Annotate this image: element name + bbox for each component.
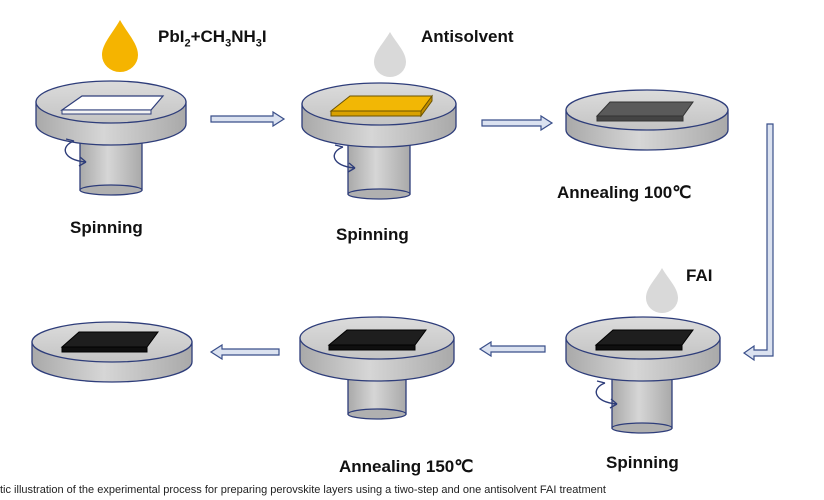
figure-caption: tic illustration of the experimental pro… — [0, 484, 606, 496]
substrate-clean — [60, 95, 165, 115]
hot-plate-final — [31, 321, 193, 383]
precursor-label-part: NH — [231, 27, 256, 46]
rotation-arrow-icon — [595, 382, 618, 405]
substrate-black-film — [327, 329, 427, 351]
fai-drop-icon — [646, 268, 678, 313]
precursor-drop-icon — [102, 20, 138, 72]
hot-plate-100 — [565, 89, 729, 151]
spin-coater-2 — [301, 82, 457, 200]
precursor-label: PbI2+CH3NH3I — [158, 27, 267, 49]
substrate-black-film — [594, 329, 694, 351]
precursor-label-part: I — [261, 27, 267, 46]
substrate-yellow-film — [329, 94, 433, 118]
arrow-down-right — [742, 123, 774, 362]
substrate-black-film — [60, 331, 159, 353]
precursor-label-part: PbI — [158, 27, 185, 46]
arrow-left-2 — [209, 343, 280, 361]
rotation-arrow-icon — [333, 146, 356, 169]
precursor-label-sub: 3 — [225, 37, 232, 50]
spin-coater-1 — [35, 80, 187, 196]
arrow-left-1 — [478, 340, 546, 358]
spin-stage-4 — [299, 316, 455, 420]
substrate-gray-film — [595, 101, 694, 122]
spinning-label-1: Spinning — [70, 218, 143, 237]
spinning-label-2: Spinning — [336, 225, 409, 244]
antisolvent-label: Antisolvent — [421, 27, 514, 46]
antisolvent-drop-icon — [374, 32, 406, 77]
annealing-150-label: Annealing 150℃ — [339, 457, 474, 476]
arrow-right-1 — [210, 110, 286, 128]
arrow-right-2 — [481, 114, 554, 132]
spinning-label-3: Spinning — [606, 453, 679, 472]
annealing-100-label: Annealing 100℃ — [557, 183, 692, 202]
precursor-label-sub: 3 — [255, 37, 262, 50]
rotation-arrow-icon — [64, 140, 87, 163]
spin-coater-3 — [565, 316, 721, 434]
fai-label: FAI — [686, 266, 713, 285]
precursor-label-sub: 2 — [184, 37, 191, 50]
precursor-label-part: +CH — [190, 27, 226, 46]
